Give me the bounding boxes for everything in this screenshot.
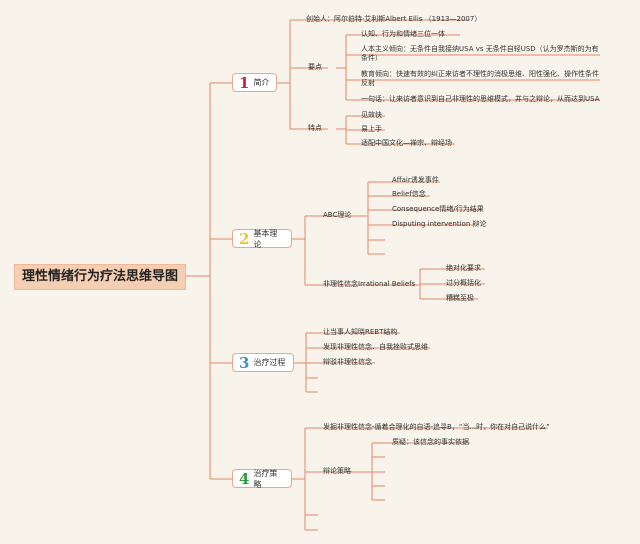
feature-item: 易上手 (361, 125, 382, 133)
branch-number: 4 (239, 469, 250, 488)
branch-treatment-process[interactable]: 3 治疗过程 (232, 353, 294, 372)
abc-theory-label[interactable]: ABC理论 (323, 211, 352, 219)
branch-basic-theory[interactable]: 2 基本理论 (232, 228, 292, 249)
abc-item: Disputing intervention 辩论 (392, 220, 487, 228)
branch-number: 3 (239, 353, 250, 372)
branch-label: 治疗策略 (253, 468, 278, 489)
abc-item: Belief信念 (392, 190, 426, 198)
process-step: 辩驳非理性信念 (323, 358, 372, 366)
debate-strategy-item: 质疑：该信念的事实依据 (392, 438, 469, 446)
feature-item: 见效快 (361, 111, 382, 119)
key-point-item: 教育倾向：快速有效的纠正来访者不理性的消极思维、阳性强化、操作性条件反射 (361, 70, 599, 87)
abc-item: Consequence情绪/行为结果 (392, 205, 484, 213)
branch-number: 1 (239, 73, 250, 92)
branch-label: 治疗过程 (253, 358, 286, 367)
branch-label: 基本理论 (253, 228, 278, 249)
process-step: 让当事人知晓REBT结构 (323, 328, 398, 336)
irrational-belief-item: 绝对化要求 (446, 264, 481, 272)
key-points-label[interactable]: 要点 (308, 63, 322, 71)
branch-intro[interactable]: 1 简介 (232, 73, 277, 92)
key-point-item: 一句话：让来访者意识到自己非理性的思维模式，并与之辩论，从而达到USA (361, 95, 600, 103)
branch-label: 简介 (253, 78, 270, 87)
key-point-item: 人本主义倾向：无条件自我接纳USA vs 无条件自轻USD（认为罗杰斯的为有条件… (361, 45, 599, 62)
irrational-belief-item: 糟糕至极 (446, 294, 474, 302)
branch-treatment-strategy[interactable]: 4 治疗策略 (232, 468, 292, 489)
founder-text: 创始人：阿尔伯特·艾利斯Albert Ellis （1913—2007） (306, 15, 482, 23)
branch-number: 2 (239, 229, 250, 248)
irrational-belief-item: 过分概括化 (446, 279, 481, 287)
process-step: 发现非理性信念、自我挫败式思维 (323, 343, 428, 351)
debate-strategy-label[interactable]: 辩论策略 (323, 467, 351, 475)
feature-item: 适配中国文化—禅宗、辩经场 (361, 139, 452, 147)
irrational-beliefs-label[interactable]: 非理性信念Irrational Beliefs (323, 280, 416, 288)
key-point-item: 认知、行为和情绪三位一体 (361, 30, 445, 38)
discover-beliefs-text: 发掘非理性信念-循着合理化的自语-追寻B，“当...时，你在对自己说什么” (323, 423, 550, 431)
abc-item: Affair诱发事件 (392, 176, 439, 184)
features-label[interactable]: 特点 (308, 124, 322, 132)
mindmap-root-title[interactable]: 理性情绪行为疗法思维导图 (14, 264, 186, 290)
